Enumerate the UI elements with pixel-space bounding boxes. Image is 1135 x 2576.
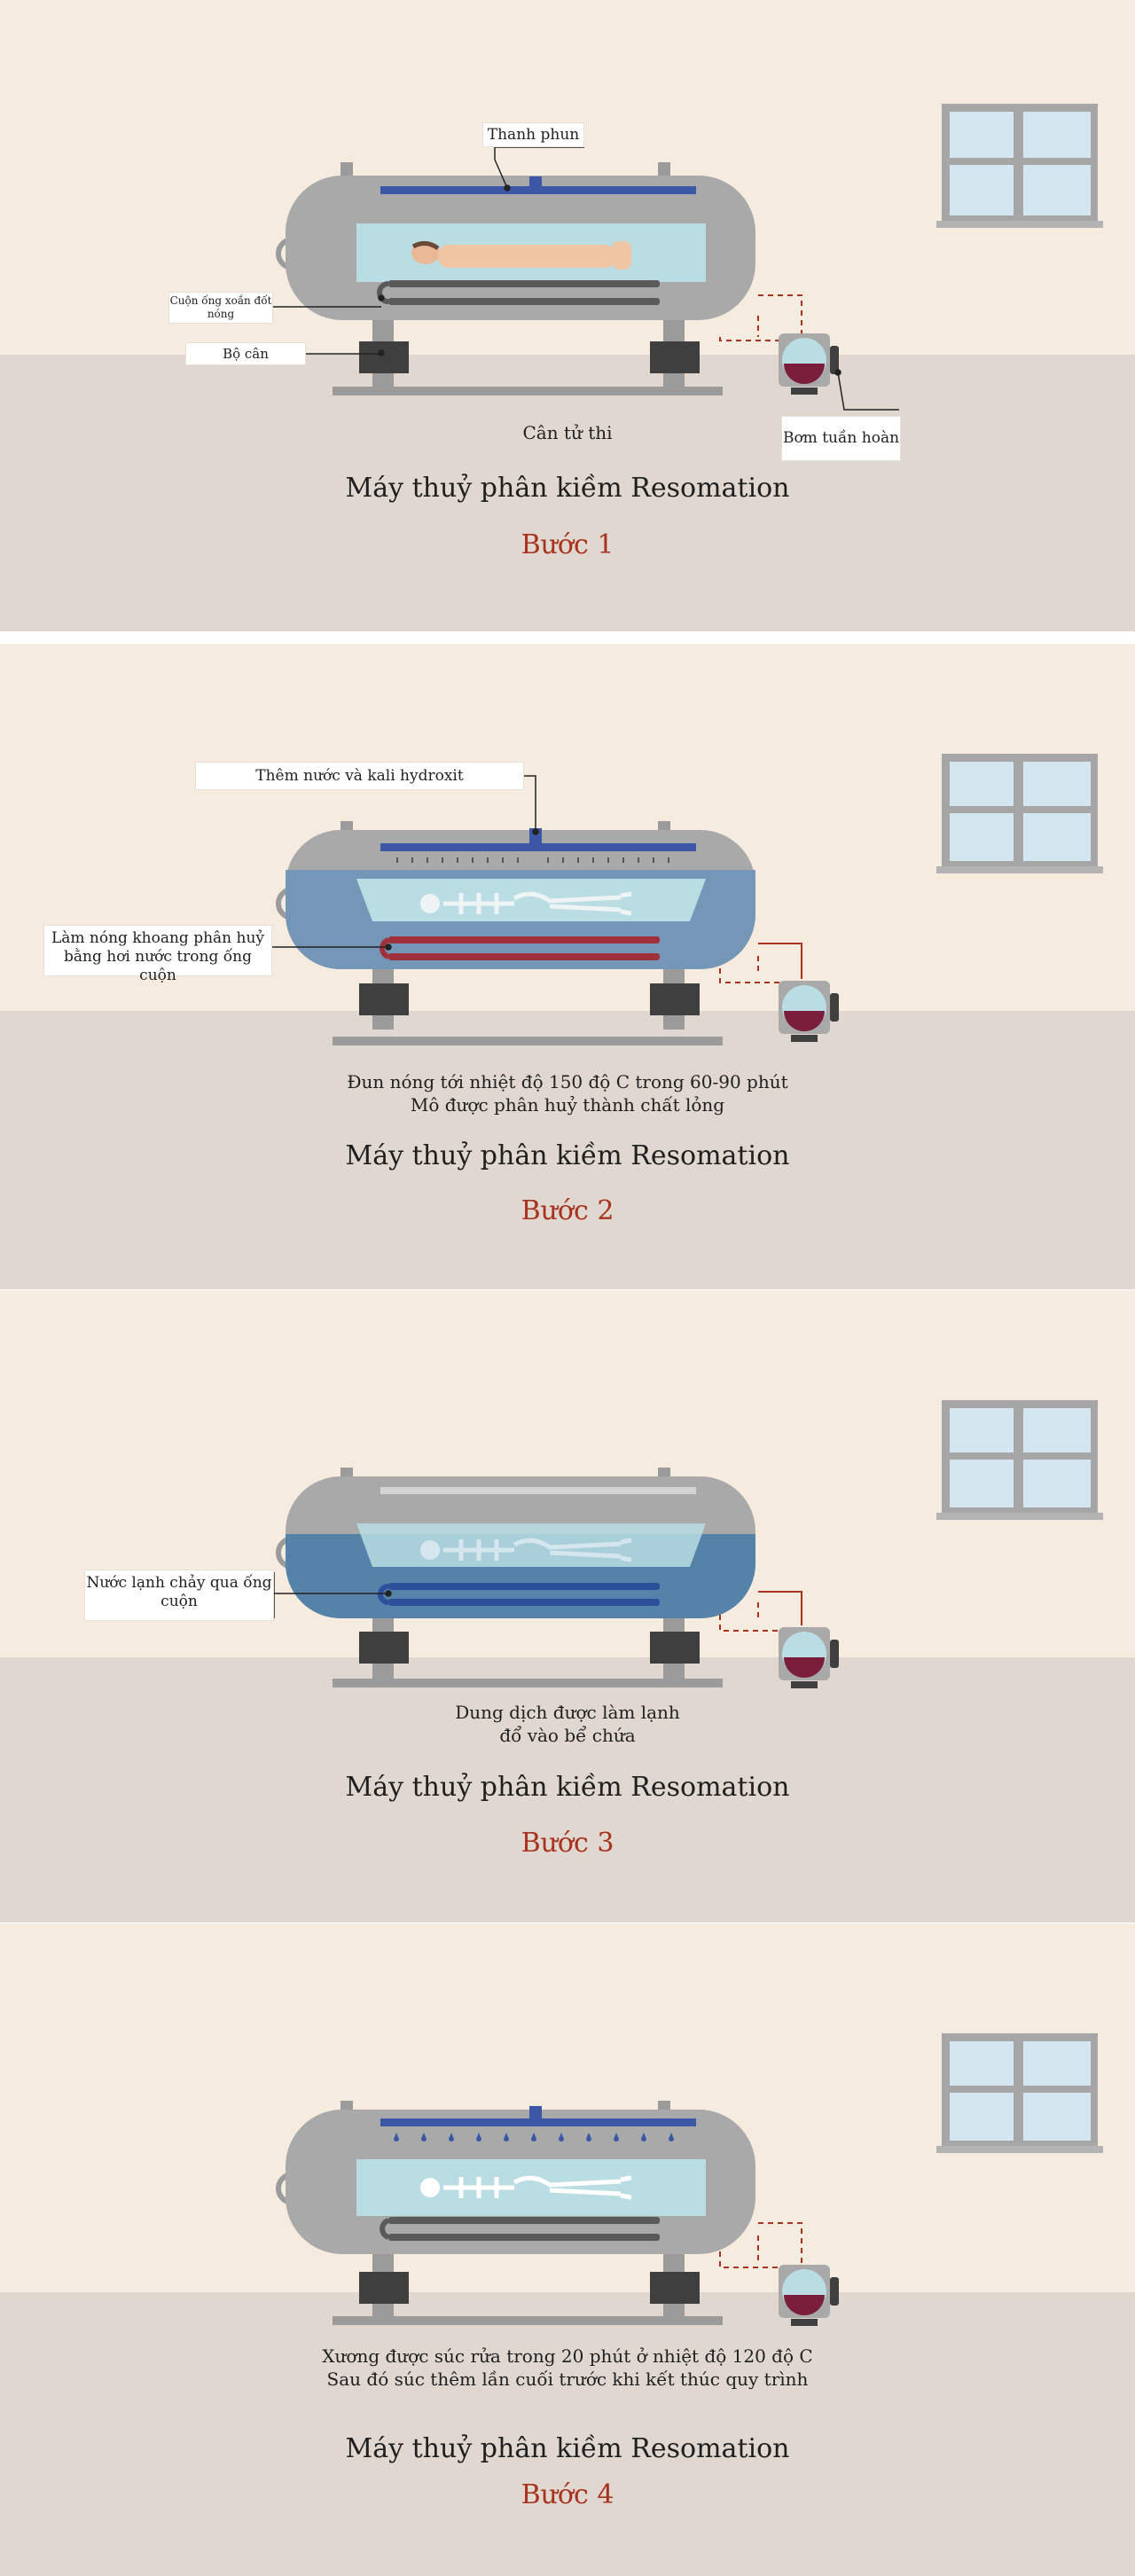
step-4-caption: Xương được súc rửa trong 20 phút ở nhiệt… bbox=[0, 2345, 1135, 2391]
label-spray-bar: Thanh phun bbox=[483, 123, 583, 146]
step-2-label: Bước 2 bbox=[521, 1195, 614, 1226]
body-figure bbox=[411, 241, 631, 270]
window bbox=[936, 104, 1103, 228]
step-4-title: Máy thuỷ phân kiềm Resomation bbox=[345, 2433, 790, 2464]
step-1-illustration bbox=[270, 104, 1103, 411]
caption-line: Cân tử thi bbox=[522, 422, 613, 443]
supports bbox=[333, 959, 723, 1045]
floor bbox=[0, 2292, 1135, 2576]
step-4-illustration bbox=[276, 2033, 1103, 2326]
floor bbox=[0, 1011, 1135, 1289]
floor bbox=[0, 1657, 1135, 1922]
skeleton bbox=[420, 2175, 632, 2200]
spray-bar bbox=[380, 2118, 696, 2126]
leader-lines bbox=[257, 775, 539, 972]
machine-body bbox=[276, 162, 755, 320]
pump bbox=[779, 1627, 839, 1688]
step-3-illustration bbox=[273, 1400, 1103, 1688]
window bbox=[936, 754, 1103, 873]
machine-body bbox=[276, 2101, 755, 2254]
caption-line: Đun nóng tới nhiệt độ 150 độ C trong 60-… bbox=[347, 1071, 788, 1092]
caption-line: Xương được súc rửa trong 20 phút ở nhiệt… bbox=[322, 2345, 813, 2367]
step-1-caption: Cân tử thi bbox=[0, 421, 1135, 444]
label-cold-water: Nước lạnh chảy qua ống cuộn bbox=[85, 1570, 273, 1620]
scale-supports bbox=[333, 317, 723, 395]
skeleton bbox=[420, 891, 632, 916]
label-pump: Bơm tuần hoàn bbox=[782, 417, 900, 460]
step-1-panel: Thanh phun Cuộn ống xoắn đốt nóng Bộ cân… bbox=[0, 0, 1135, 631]
step-1-title: Máy thuỷ phân kiềm Resomation bbox=[345, 473, 790, 504]
window bbox=[936, 2033, 1103, 2153]
leader-lines bbox=[273, 1572, 392, 1618]
step-3-caption: Dung dịch được làm lạnh đổ vào bể chứa bbox=[0, 1701, 1135, 1747]
step-3-label: Bước 3 bbox=[521, 1828, 614, 1859]
skeleton bbox=[420, 1538, 632, 1562]
machine-body bbox=[276, 1468, 755, 1618]
caption-line: Mô được phân huỷ thành chất lỏng bbox=[410, 1094, 725, 1116]
pump-pipes bbox=[719, 294, 802, 341]
supports bbox=[333, 2247, 723, 2325]
leader-lines bbox=[270, 146, 899, 411]
window bbox=[936, 1400, 1103, 1520]
pump bbox=[779, 981, 839, 1042]
label-scale: Bộ cân bbox=[186, 343, 305, 364]
floor bbox=[0, 355, 1135, 631]
step-4-label: Bước 4 bbox=[521, 2479, 614, 2510]
pump bbox=[779, 2265, 839, 2326]
label-add-water: Thêm nước và kali hydroxit bbox=[196, 763, 523, 789]
machine-body bbox=[276, 821, 755, 969]
pump-pipes bbox=[719, 2222, 802, 2268]
step-2-title: Máy thuỷ phân kiềm Resomation bbox=[345, 1140, 790, 1171]
pump-pipes bbox=[719, 1591, 802, 1632]
label-heat-coil: Cuộn ống xoắn đốt nóng bbox=[169, 293, 272, 323]
step-3-title: Máy thuỷ phân kiềm Resomation bbox=[345, 1772, 790, 1803]
label-heat-chamber: Làm nóng khoang phân huỷ bằng hơi nước t… bbox=[44, 926, 271, 984]
step-1-label: Bước 1 bbox=[521, 529, 614, 560]
spray-bar bbox=[380, 843, 696, 851]
step-3-panel: Nước lạnh chảy qua ống cuộn Dung dịch đư… bbox=[0, 1290, 1135, 1922]
pump-pipes bbox=[719, 943, 802, 983]
caption-line: đổ vào bể chứa bbox=[499, 1725, 636, 1746]
step-2-panel: Thêm nước và kali hydroxit Làm nóng khoa… bbox=[0, 644, 1135, 1289]
caption-line: Dung dịch được làm lạnh bbox=[455, 1702, 680, 1723]
step-2-illustration bbox=[257, 754, 1103, 1045]
caption-line: Sau đó súc thêm lần cuối trước khi kết t… bbox=[326, 2369, 809, 2390]
pump bbox=[779, 333, 839, 395]
step-2-caption: Đun nóng tới nhiệt độ 150 độ C trong 60-… bbox=[0, 1070, 1135, 1116]
supports bbox=[333, 1608, 723, 1687]
step-4-panel: Xương được súc rửa trong 20 phút ở nhiệt… bbox=[0, 1923, 1135, 2576]
